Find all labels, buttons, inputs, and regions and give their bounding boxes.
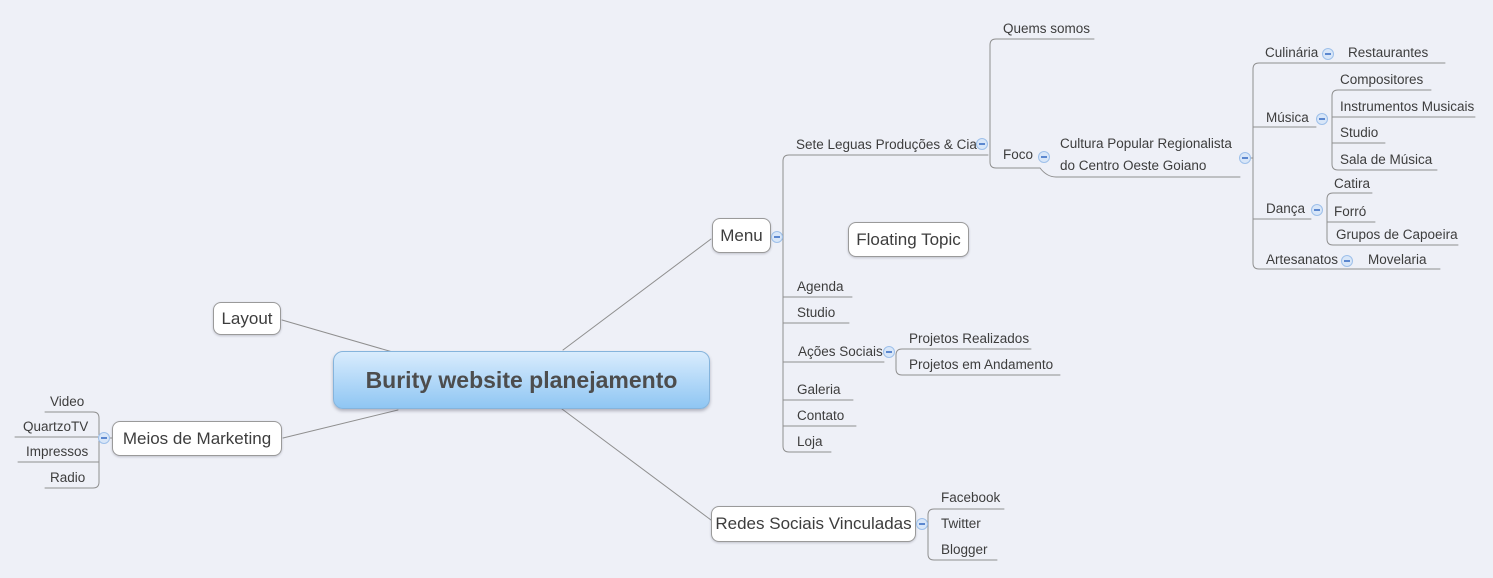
collapse-icon-artesanatos[interactable] [1341, 255, 1353, 267]
subtopic-loja[interactable]: Loja [797, 434, 823, 449]
subtopic-sete-leguas[interactable]: Sete Leguas Produções & Cia [796, 137, 977, 152]
collapse-icon-foco[interactable] [1038, 151, 1050, 163]
subtopic-facebook[interactable]: Facebook [941, 490, 1001, 505]
subtopic-blogger[interactable]: Blogger [941, 542, 988, 557]
central-topic[interactable]: Burity website planejamento [333, 351, 710, 409]
subtopic-grupos-de-capoeira[interactable]: Grupos de Capoeira [1336, 227, 1458, 242]
minus-icon [1041, 156, 1047, 158]
subtopic-catira[interactable]: Catira [1334, 176, 1371, 191]
subtopic-artesanatos[interactable]: Artesanatos [1266, 252, 1339, 267]
subtopic-radio[interactable]: Radio [50, 470, 86, 485]
minus-icon [1325, 53, 1331, 55]
subtopic-quems-somos[interactable]: Quems somos [1003, 21, 1091, 36]
collapse-icon-danca[interactable] [1311, 204, 1323, 216]
minus-icon [1344, 260, 1350, 262]
subtopic-restaurantes[interactable]: Restaurantes [1348, 45, 1429, 60]
subtopic-projetos-realizados[interactable]: Projetos Realizados [909, 331, 1030, 346]
subtopic-impressos[interactable]: Impressos [26, 444, 89, 459]
collapse-icon-acoes-sociais[interactable] [883, 346, 895, 358]
minus-icon [1314, 209, 1320, 211]
topic-redes-sociais-vinculadas[interactable]: Redes Sociais Vinculadas [711, 506, 916, 542]
subtopic-sala-de-musica[interactable]: Sala de Música [1340, 152, 1433, 167]
subtopic-instrumentos-musicais[interactable]: Instrumentos Musicais [1340, 99, 1475, 114]
topic-layout[interactable]: Layout [213, 302, 281, 335]
subtopic-culinaria[interactable]: Culinária [1265, 45, 1319, 60]
subtopic-cultura-popular[interactable]: Cultura Popular Regionalista do Centro O… [1060, 136, 1232, 173]
minus-icon [1242, 157, 1248, 159]
subtopic-projetos-em-andamento[interactable]: Projetos em Andamento [909, 357, 1054, 372]
collapse-icon-musica[interactable] [1316, 113, 1328, 125]
minus-icon [886, 351, 892, 353]
subtopic-video[interactable]: Video [50, 394, 85, 409]
minus-icon [919, 523, 925, 525]
subtopic-danca[interactable]: Dança [1266, 201, 1306, 216]
topic-menu[interactable]: Menu [712, 218, 771, 253]
subtopic-agenda[interactable]: Agenda [797, 279, 844, 294]
subtopic-galeria[interactable]: Galeria [797, 382, 841, 397]
minus-icon [774, 236, 780, 238]
subtopic-movelaria[interactable]: Movelaria [1368, 252, 1427, 267]
subtopic-contato[interactable]: Contato [797, 408, 845, 423]
subtopic-musica[interactable]: Música [1266, 110, 1309, 125]
subtopic-acoes-sociais[interactable]: Ações Sociais [798, 344, 883, 359]
collapse-icon-redes[interactable] [916, 518, 928, 530]
subtopic-foco[interactable]: Foco [1003, 147, 1034, 162]
subtopic-twitter[interactable]: Twitter [941, 516, 981, 531]
collapse-icon-cultura[interactable] [1239, 152, 1251, 164]
collapse-icon-sete-leguas[interactable] [976, 138, 988, 150]
minus-icon [101, 437, 107, 439]
subtopic-quartzotv[interactable]: QuartzoTV [23, 419, 89, 434]
subtopic-compositores[interactable]: Compositores [1340, 72, 1424, 87]
minus-icon [1319, 118, 1325, 120]
collapse-icon-meios[interactable] [98, 432, 110, 444]
subtopic-studio-musica[interactable]: Studio [1340, 125, 1379, 140]
minus-icon [979, 143, 985, 145]
collapse-icon-culinaria[interactable] [1322, 48, 1334, 60]
subtopic-forro[interactable]: Forró [1334, 204, 1367, 219]
floating-topic[interactable]: Floating Topic [848, 222, 969, 257]
collapse-icon-menu[interactable] [771, 231, 783, 243]
subtopic-studio[interactable]: Studio [797, 305, 836, 320]
topic-meios-de-marketing[interactable]: Meios de Marketing [112, 421, 282, 456]
